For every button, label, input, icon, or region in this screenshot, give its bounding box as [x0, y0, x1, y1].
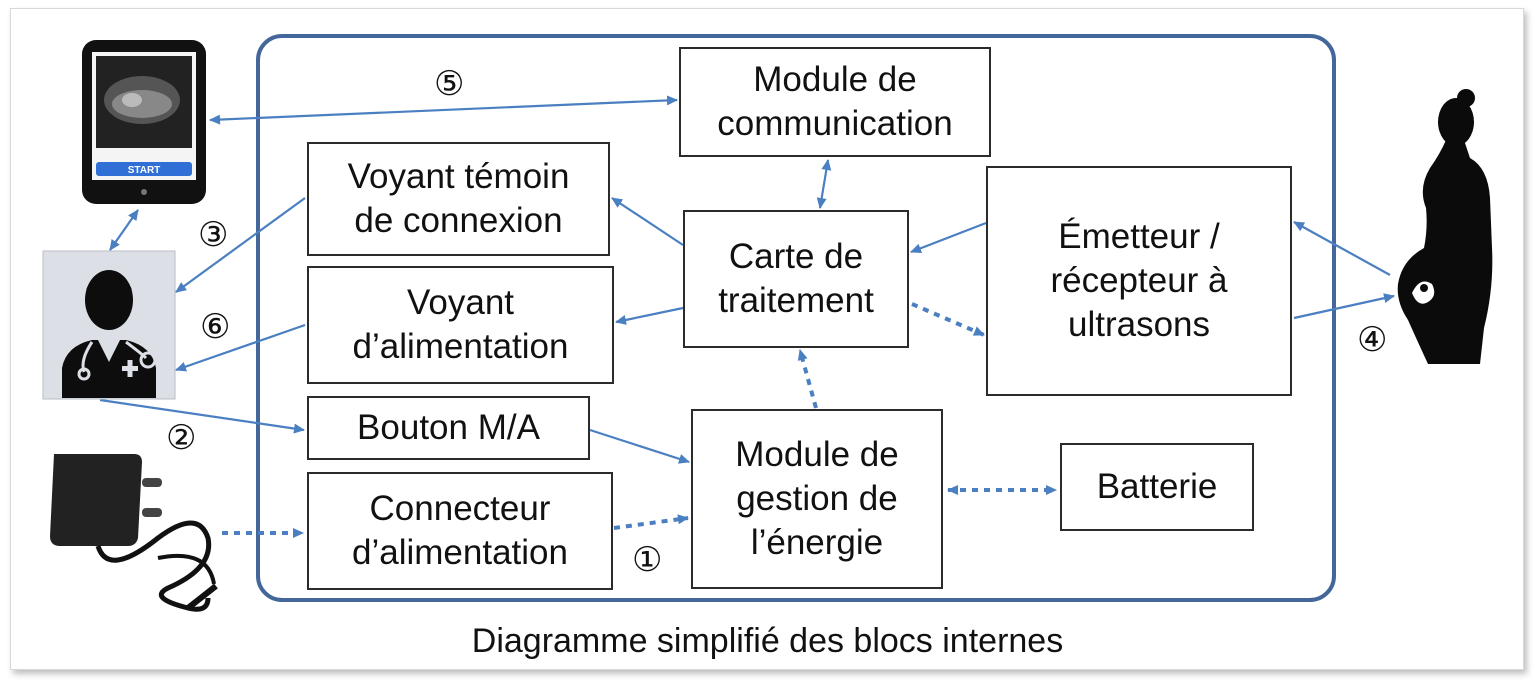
step-number-6: ⑥ — [200, 308, 231, 346]
arrow-carte-voyant-temoin — [611, 197, 684, 246]
block-carte-traitement: Carte de traitement — [683, 210, 909, 348]
arrow-connecteur-gestion — [613, 514, 689, 530]
arrow-doctor-bouton — [99, 398, 305, 434]
arrow-tablet-doctor — [109, 209, 139, 251]
arrow-emetteur-carte — [910, 221, 987, 254]
arrow-communication-carte — [816, 159, 832, 209]
arrow-emetteur-to-woman — [1293, 293, 1395, 320]
block-module-communication: Module de communication — [679, 47, 991, 157]
block-connecteur-alimentation: Connecteur d’alimentation — [307, 472, 613, 590]
step-number-4: ④ — [1357, 321, 1388, 359]
doctor-icon — [42, 250, 176, 400]
arrow-bouton-gestion — [589, 428, 690, 464]
arrow-carte-voyant-alim — [615, 306, 684, 325]
step-number-5: ⑤ — [434, 65, 465, 103]
step-number-2: ② — [166, 419, 197, 457]
arrow-tablet-communication — [209, 95, 678, 125]
device-enclosure — [256, 34, 1336, 602]
block-emetteur-recepteur-ultrasons: Émetteur / récepteur à ultrasons — [986, 166, 1292, 396]
block-voyant-temoin-connexion: Voyant témoin de connexion — [307, 142, 610, 256]
tablet-ultrasound-image: START — [82, 40, 206, 204]
pregnant-woman-silhouette — [1397, 89, 1493, 364]
block-voyant-alimentation: Voyant d’alimentation — [307, 266, 614, 384]
power-charger-image — [50, 454, 218, 612]
arrow-gestion-carte — [797, 349, 818, 409]
step-number-1: ① — [632, 541, 663, 579]
arrow-carte-emetteur — [911, 302, 985, 337]
block-module-gestion-energie: Module de gestion de l’énergie — [691, 409, 943, 589]
step-number-3: ③ — [198, 216, 229, 254]
arrow-voyant-alim-doctor — [175, 323, 306, 372]
block-batterie: Batterie — [1060, 443, 1254, 531]
tablet-start-button: START — [128, 165, 161, 176]
arrow-woman-to-emetteur — [1293, 221, 1391, 276]
figure-caption: Diagramme simplifié des blocs internes — [471, 622, 1064, 660]
block-bouton-ma: Bouton M/A — [307, 396, 590, 460]
arrow-voyant-temoin-doctor — [175, 197, 306, 293]
